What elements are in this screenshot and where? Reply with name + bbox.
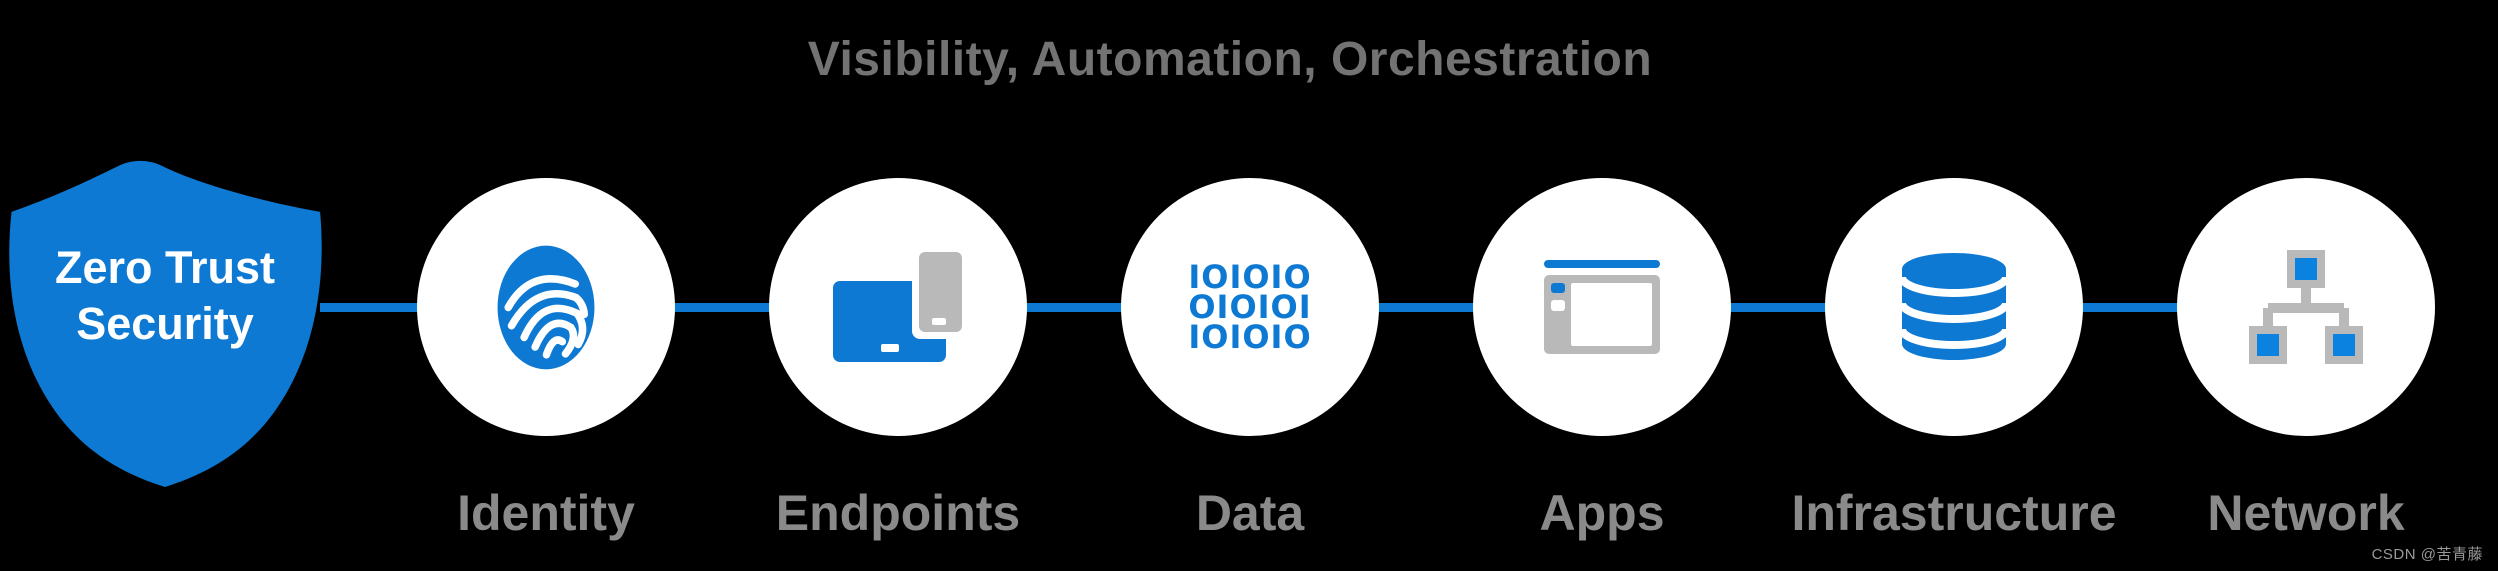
laptop-phone-icon [833, 251, 963, 362]
node-label-data: Data [1195, 485, 1305, 541]
shield-title-line1: Zero Trust [54, 242, 276, 293]
node-label-endpoints: Endpoints [775, 485, 1021, 541]
binary-row: IOIOIO [1188, 318, 1312, 356]
node-label-apps: Apps [1539, 485, 1665, 541]
binary-row: IOIOIO [1188, 258, 1312, 296]
node-circle-infrastructure [1825, 178, 2083, 436]
node-label-identity: Identity [457, 485, 635, 541]
shield-icon [9, 160, 322, 488]
node-circle-data: IOIOIO OIOIOI IOIOIO [1121, 178, 1379, 436]
diagram-title: Visibility, Automation, Orchestration [807, 33, 1653, 86]
binary-row: OIOIOI [1188, 288, 1312, 326]
shield-title: Zero Trust Security [0, 240, 330, 352]
node-label-infrastructure: Infrastructure [1791, 485, 2117, 541]
watermark: CSDN @苦青藤 [2371, 546, 2483, 563]
node-label-network: Network [2207, 485, 2405, 541]
node-circle-identity [417, 178, 675, 436]
network-tree-icon [2249, 250, 2363, 364]
node-circle-endpoints [769, 178, 1027, 436]
shield-title-line2: Security [76, 298, 254, 349]
fingerprint-icon [497, 245, 595, 369]
node-circle-network [2177, 178, 2435, 436]
node-circle-apps [1473, 178, 1731, 436]
app-window-icon [1544, 260, 1660, 354]
database-icon [1902, 253, 2006, 360]
binary-icon: IOIOIO OIOIOI IOIOIO [1188, 258, 1312, 356]
